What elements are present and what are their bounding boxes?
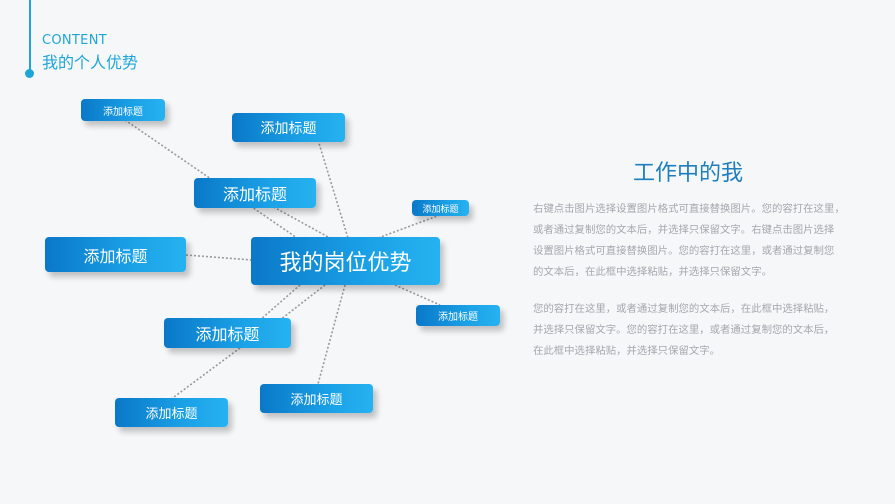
connector-line: [279, 284, 326, 321]
text-line: 在此框中选择粘贴，并选择只保留文字。: [533, 345, 721, 357]
header-accent-dot: [25, 69, 34, 78]
connector-line: [124, 119, 301, 241]
diagram-node[interactable]: 添加标题: [412, 200, 469, 216]
diagram-node[interactable]: 添加标题: [115, 398, 228, 427]
diagram-node[interactable]: 添加标题: [260, 384, 373, 413]
connector-line: [317, 139, 349, 239]
page-title: 我的个人优势: [42, 53, 139, 72]
paragraph-2: 您的容打在这里，或者通过复制您的文本后，在此框中选择粘贴， 并选择只保留文字。您…: [533, 299, 868, 362]
connector-line: [259, 284, 301, 321]
connector-line: [377, 214, 441, 239]
text-line: 设置图片格式可直接替换图片。您的容打在这里，或者通过复制您: [533, 245, 835, 257]
section-title: 工作中的我: [632, 161, 743, 186]
diagram-node[interactable]: 添加标题: [416, 305, 500, 326]
diagram-node[interactable]: 添加标题: [81, 99, 165, 121]
connector-line: [269, 204, 331, 239]
connector-line: [317, 284, 346, 385]
text-line: 并选择只保留文字。您的容打在这里，或者通过复制您的文本后，: [533, 324, 835, 336]
connector-line: [169, 347, 241, 401]
header-accent-line: [29, 0, 31, 72]
diagram-node[interactable]: 添加标题: [45, 237, 186, 272]
diagram-node[interactable]: 添加标题: [164, 318, 291, 348]
text-line: 的文本后，在此框中选择粘贴，并选择只保留文字。: [533, 266, 772, 278]
center-node[interactable]: 我的岗位优势: [251, 237, 440, 285]
text-line: 或者通过复制您的文本后，并选择只保留文字。右键点击图片选择: [533, 224, 835, 236]
connector-line: [394, 284, 441, 306]
text-line: 您的容打在这里，或者通过复制您的文本后，在此框中选择粘贴，: [533, 303, 835, 315]
paragraph-1: 右键点击图片选择设置图片格式可直接替换图片。您的容打在这里， 或者通过复制您的文…: [533, 199, 868, 283]
text-line: 右键点击图片选择设置图片格式可直接替换图片。您的容打在这里，: [533, 203, 845, 215]
header-label-en: CONTENT: [42, 33, 107, 48]
diagram-node[interactable]: 添加标题: [232, 113, 345, 142]
connector-line: [185, 254, 253, 261]
diagram-node[interactable]: 添加标题: [194, 178, 316, 208]
